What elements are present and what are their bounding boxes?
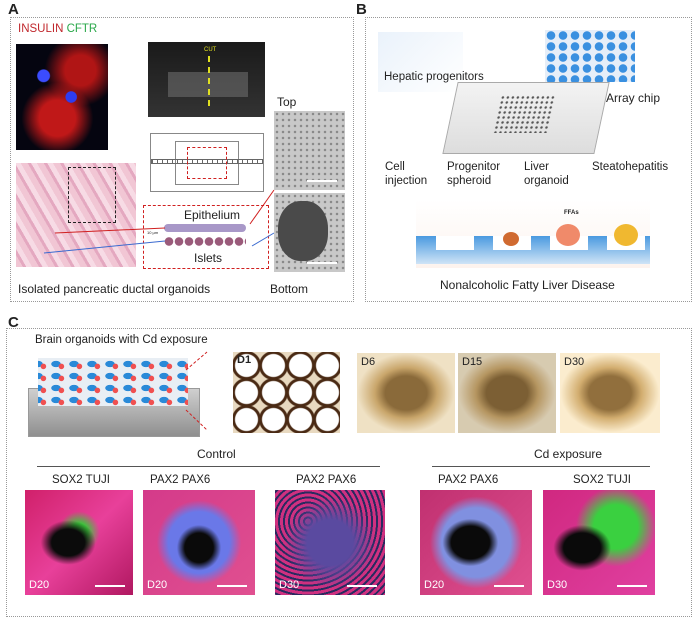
control-label: Control [197,447,236,461]
panel-a-caption: Isolated pancreatic ductal organoids [18,282,211,296]
panel-a-label: A [8,1,19,18]
day-label: D20 [147,579,168,591]
day-label: D20 [29,579,50,591]
ffas-label: FFAs [564,210,579,216]
organoid-image: D30 [543,490,655,595]
bottom-image [274,193,345,272]
chip-schematic [150,133,264,192]
panel-c-title: Brain organoids with Cd exposure [35,334,208,346]
d15-label: D15 [462,356,483,368]
zoom-lines [185,351,208,431]
day-label: D30 [547,579,568,591]
day-label: D30 [279,579,300,591]
d1-label: D1 [237,354,252,366]
d1-image: D1 [233,352,340,433]
nafld-diagram: FFAs [416,200,650,268]
panel-c-frame [6,328,692,617]
stain-label: SOX2 TUJI [52,474,110,486]
array-chip-inset [545,30,635,82]
d30-image: D30 [560,353,660,433]
top-image [274,111,345,190]
epithelium-label: Epithelium [184,208,241,222]
step-progenitor-spheroid: Progenitor spheroid [447,161,501,187]
connector-lines [43,189,275,254]
stain-label: PAX2 PAX6 [438,474,499,486]
islets-label: Islets [194,251,223,265]
step-liver-organoid: Liver organoid [524,161,569,187]
chip-photo: CUT [148,42,265,117]
panel-b-caption: Nonalcoholic Fatty Liver Disease [440,278,615,292]
d15-image: D15 [458,353,556,433]
liver-chip [442,82,610,154]
progenitor-backdrop [378,32,463,92]
panel-a-frame [10,17,354,302]
day-label: D20 [424,579,445,591]
control-divider [37,466,380,467]
cut-label: CUT [204,47,217,53]
panel-c-label: C [8,314,19,331]
step-cell-injection: Cell injection [385,161,428,187]
zoom-schematic: Epithelium 10 µm Islets [143,205,269,269]
organoid-image: D30 [275,490,385,595]
stain-label: PAX2 PAX6 [296,474,357,486]
stain-label: PAX2 PAX6 [150,474,211,486]
panel-b-label: B [356,1,367,18]
stain-legend: INSULIN CFTR [18,22,97,36]
cd-exposure-label: Cd exposure [534,447,603,461]
step-steatohepatitis: Steatohepatitis [592,161,669,173]
hepatic-label: Hepatic progenitors [384,71,484,83]
organoid-image: D20 [143,490,255,595]
insulin-label: INSULIN [18,23,64,35]
panel-b-frame [365,17,692,302]
cftr-label: CFTR [66,23,98,35]
stain-label: SOX2 TUJI [573,474,631,486]
organoid-image: D20 [25,490,133,595]
d6-label: D6 [361,356,376,368]
organoid-image: D20 [420,490,532,595]
cd-divider [432,466,650,467]
bottom-label: Bottom [270,282,309,296]
d6-image: D6 [357,353,455,433]
array-chip-label: Array chip [606,91,661,105]
brain-chip-array [38,358,188,406]
scale-text: 10 µm [147,230,159,235]
top-label: Top [277,95,297,109]
d30-label: D30 [564,356,585,368]
fluorescence-image [16,44,108,150]
